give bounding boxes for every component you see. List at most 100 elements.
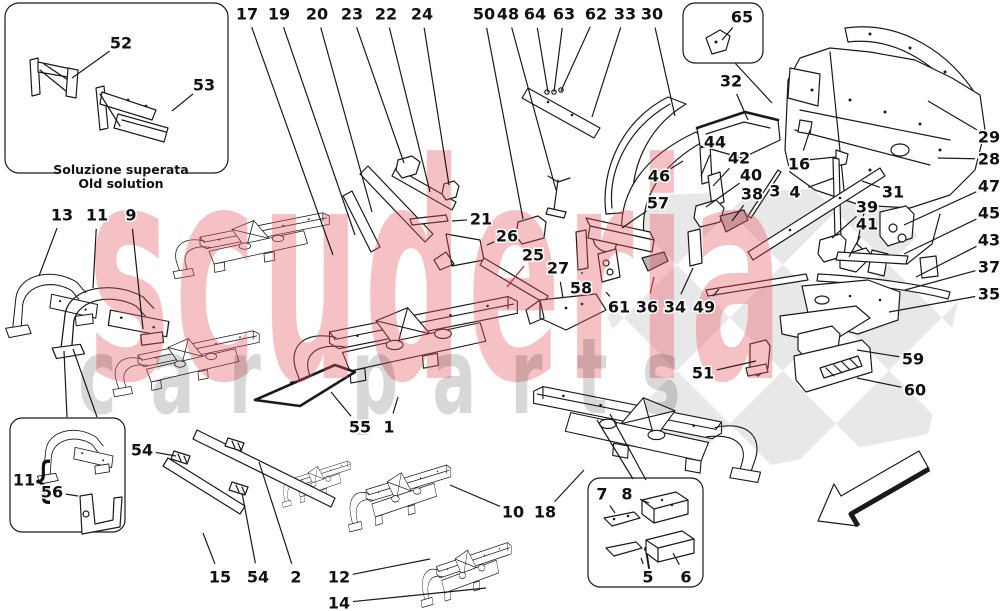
callout-15-53[interactable]: 15 xyxy=(207,566,232,588)
callout-43-21[interactable]: 43 xyxy=(976,229,1000,251)
callout-29-17[interactable]: 29 xyxy=(976,126,1000,148)
leader-line-43 xyxy=(915,245,977,278)
callout-34-43[interactable]: 34 xyxy=(662,296,687,318)
callout-33-11[interactable]: 33 xyxy=(612,3,637,25)
callout-52-14[interactable]: 52 xyxy=(108,32,133,54)
callout-19-1[interactable]: 19 xyxy=(266,3,291,25)
callout-8-64[interactable]: 8 xyxy=(620,483,634,505)
callout-55-48[interactable]: 55 xyxy=(347,416,372,438)
part-51-bracket xyxy=(745,339,771,377)
callout-59-61[interactable]: 59 xyxy=(900,348,925,370)
callout-18-59[interactable]: 18 xyxy=(532,501,557,523)
callout-40-33[interactable]: 40 xyxy=(738,164,763,186)
part-45-strip xyxy=(835,251,909,265)
part-56-channel xyxy=(79,493,123,535)
car-parts-watermark: car parts xyxy=(78,316,715,439)
leader-lines xyxy=(38,26,978,603)
leader-line-29 xyxy=(927,100,978,131)
callout-2-55[interactable]: 2 xyxy=(289,566,303,588)
callout-14-57[interactable]: 14 xyxy=(326,592,351,611)
callout-53-15[interactable]: 53 xyxy=(191,74,216,96)
leader-line-44 xyxy=(700,154,711,177)
callout-48-7[interactable]: 48 xyxy=(495,3,520,25)
callout-32-16[interactable]: 32 xyxy=(718,70,743,92)
callout-62-10[interactable]: 62 xyxy=(583,3,608,25)
part-5-plate-bolt xyxy=(605,541,650,569)
callout-5-65[interactable]: 5 xyxy=(641,566,655,588)
part-65-box xyxy=(682,2,764,64)
leader-line-31 xyxy=(861,180,881,188)
callout-49-44[interactable]: 49 xyxy=(691,296,716,318)
callout-11-51[interactable]: 11 xyxy=(11,469,36,491)
callout-16-24[interactable]: 16 xyxy=(786,153,811,175)
callout-65-13[interactable]: 65 xyxy=(729,6,754,28)
leader-line-57 xyxy=(621,210,647,229)
callout-54-54[interactable]: 54 xyxy=(245,566,270,588)
callout-31-27[interactable]: 31 xyxy=(880,181,905,203)
part-10-frame xyxy=(347,464,452,533)
leader-line-62 xyxy=(560,26,591,92)
callout-11-46[interactable]: 11 xyxy=(84,204,109,226)
decor-leader-line xyxy=(805,156,837,161)
callout-36-42[interactable]: 36 xyxy=(634,296,659,318)
callout-44-31[interactable]: 44 xyxy=(702,131,727,153)
leader-line-11 xyxy=(92,228,97,289)
callout-37-22[interactable]: 37 xyxy=(976,256,1000,278)
callout-58-40[interactable]: 58 xyxy=(568,277,593,299)
part-38-wedge xyxy=(719,209,749,233)
callout-45-20[interactable]: 45 xyxy=(976,202,1000,224)
callout-54-50[interactable]: 54 xyxy=(129,439,154,461)
part-31-beam xyxy=(747,167,886,261)
callout-9-47[interactable]: 9 xyxy=(124,204,138,226)
callout-28-18[interactable]: 28 xyxy=(976,148,1000,170)
callout-57-35[interactable]: 57 xyxy=(645,192,670,214)
part-6-tube xyxy=(645,530,695,563)
callout-20-2[interactable]: 20 xyxy=(304,3,329,25)
leader-line-53 xyxy=(171,93,194,112)
callout-12-56[interactable]: 12 xyxy=(326,566,351,588)
callout-56-52[interactable]: 56 xyxy=(39,481,64,503)
leader-line-10 xyxy=(449,484,501,508)
leader-line-16 xyxy=(802,129,811,151)
callout-60-62[interactable]: 60 xyxy=(902,379,927,401)
callout-39-28[interactable]: 39 xyxy=(854,196,879,218)
callout-1-49[interactable]: 1 xyxy=(382,416,396,438)
callout-17-0[interactable]: 17 xyxy=(234,3,259,25)
callout-42-32[interactable]: 42 xyxy=(726,147,751,169)
callout-26-37[interactable]: 26 xyxy=(494,225,519,247)
leader-line-28 xyxy=(937,157,976,160)
callout-13-45[interactable]: 13 xyxy=(49,204,74,226)
callout-35-23[interactable]: 35 xyxy=(976,283,1000,305)
callout-24-5[interactable]: 24 xyxy=(409,3,434,25)
leader-line-56 xyxy=(65,493,79,497)
callout-25-38[interactable]: 25 xyxy=(520,244,545,266)
part-2-rail xyxy=(162,429,336,515)
leader-line-22 xyxy=(388,27,431,193)
leader-line-60 xyxy=(856,377,902,388)
callout-61-41[interactable]: 61 xyxy=(606,296,631,318)
leader-line-23 xyxy=(356,27,405,164)
callout-38-34[interactable]: 38 xyxy=(739,183,764,205)
leader-line-6 xyxy=(672,552,680,565)
callout-50-6[interactable]: 50 xyxy=(471,3,496,25)
callout-23-3[interactable]: 23 xyxy=(339,3,364,25)
callout-47-19[interactable]: 47 xyxy=(976,175,1000,197)
leader-line-1 xyxy=(392,396,399,414)
callout-7-63[interactable]: 7 xyxy=(595,483,609,505)
old-solution-label-it: Soluzione superata xyxy=(53,162,188,177)
callout-4-26[interactable]: 4 xyxy=(788,181,802,203)
callout-21-36[interactable]: 21 xyxy=(468,208,493,230)
callout-46-30[interactable]: 46 xyxy=(646,165,671,187)
callout-10-58[interactable]: 10 xyxy=(500,501,525,523)
callout-63-9[interactable]: 63 xyxy=(551,3,576,25)
callout-51-60[interactable]: 51 xyxy=(690,362,715,384)
leader-line-41 xyxy=(848,236,861,258)
callout-41-29[interactable]: 41 xyxy=(854,213,879,235)
callout-6-66[interactable]: 6 xyxy=(679,566,693,588)
callout-64-8[interactable]: 64 xyxy=(522,3,547,25)
callout-30-12[interactable]: 30 xyxy=(639,3,664,25)
callout-27-39[interactable]: 27 xyxy=(545,257,570,279)
callout-22-4[interactable]: 22 xyxy=(373,3,398,25)
callout-3-25[interactable]: 3 xyxy=(768,180,782,202)
